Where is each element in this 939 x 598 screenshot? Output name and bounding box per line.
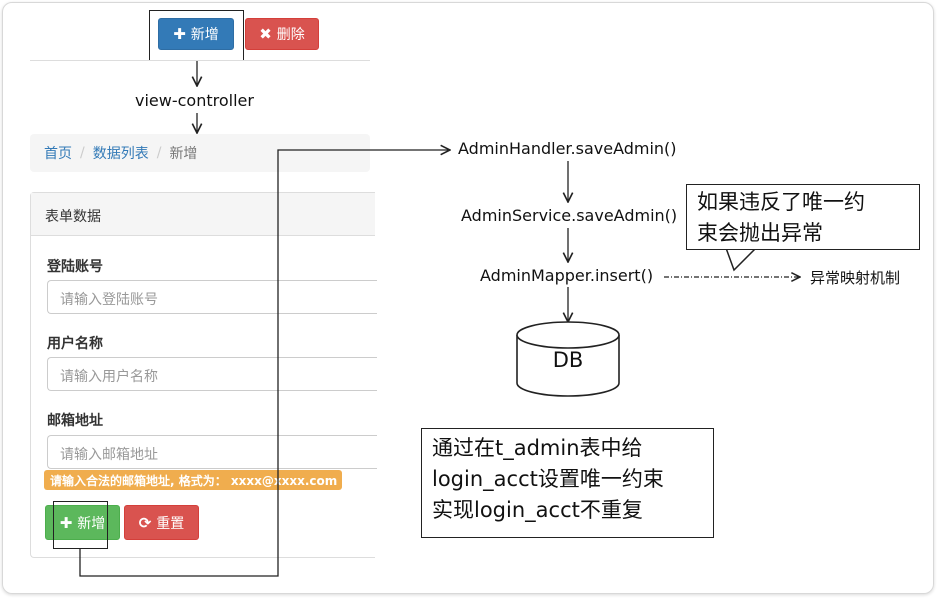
name-label: 用户名称 xyxy=(47,336,103,352)
callout-line: 实现login_acct不重复 xyxy=(432,498,643,522)
breadcrumb-list[interactable]: 数据列表 xyxy=(92,146,149,162)
plus-icon: ✚ xyxy=(173,25,186,43)
breadcrumb-home[interactable]: 首页 xyxy=(44,146,72,162)
top-delete-label: 删除 xyxy=(276,27,305,43)
refresh-icon: ⟳ xyxy=(138,513,152,532)
breadcrumb-separator: / xyxy=(80,145,85,161)
form-add-highlight xyxy=(53,501,108,549)
callout-line: 如果违反了唯一约 xyxy=(697,190,865,214)
implementation-note-callout: 通过在t_admin表中给 login_acct设置唯一约束 实现login_a… xyxy=(421,428,714,538)
email-input[interactable]: 请输入邮箱地址 xyxy=(47,435,377,469)
breadcrumb: 首页 / 数据列表 / 新增 xyxy=(30,134,370,172)
close-icon: ✖ xyxy=(259,25,272,43)
login-label: 登陆账号 xyxy=(47,259,103,275)
service-label: AdminService.saveAdmin() xyxy=(461,206,678,225)
top-add-button[interactable]: ✚ 新增 xyxy=(158,18,234,50)
callout-pointer xyxy=(724,247,758,272)
db-label: DB xyxy=(552,348,584,372)
email-label: 邮箱地址 xyxy=(47,413,103,429)
mapper-label: AdminMapper.insert() xyxy=(480,266,654,285)
callout-line: 束会抛出异常 xyxy=(697,221,823,245)
arrow-form-to-handler xyxy=(79,150,450,577)
handler-label: AdminHandler.saveAdmin() xyxy=(458,139,677,158)
form-reset-button[interactable]: ⟳ 重置 xyxy=(124,505,199,540)
email-warning: 请输入合法的邮箱地址, 格式为： xxxx@xxxx.com xyxy=(44,470,342,490)
form-reset-label: 重置 xyxy=(156,515,185,532)
callout-line: 通过在t_admin表中给 xyxy=(432,436,643,460)
exception-label: 异常映射机制 xyxy=(810,269,901,287)
form-add-label: 新增 xyxy=(77,515,106,532)
divider xyxy=(30,60,370,61)
breadcrumb-separator: / xyxy=(156,145,162,161)
panel-title: 表单数据 xyxy=(31,193,375,236)
callout-line: login_acct设置唯一约束 xyxy=(432,467,664,491)
view-controller-label: view-controller xyxy=(135,91,254,110)
top-add-label: 新增 xyxy=(190,27,219,43)
top-delete-button[interactable]: ✖ 删除 xyxy=(245,18,319,50)
form-panel: 表单数据 登陆账号 请输入登陆账号 用户名称 请输入用户名称 邮箱地址 请输入邮… xyxy=(30,192,377,558)
unique-constraint-callout: 如果违反了唯一约 束会抛出异常 xyxy=(686,184,920,250)
db-cylinder xyxy=(516,321,620,397)
breadcrumb-current: 新增 xyxy=(169,146,198,162)
name-input[interactable]: 请输入用户名称 xyxy=(47,357,377,391)
login-input[interactable]: 请输入登陆账号 xyxy=(47,280,377,314)
plus-icon: ✚ xyxy=(59,513,73,532)
